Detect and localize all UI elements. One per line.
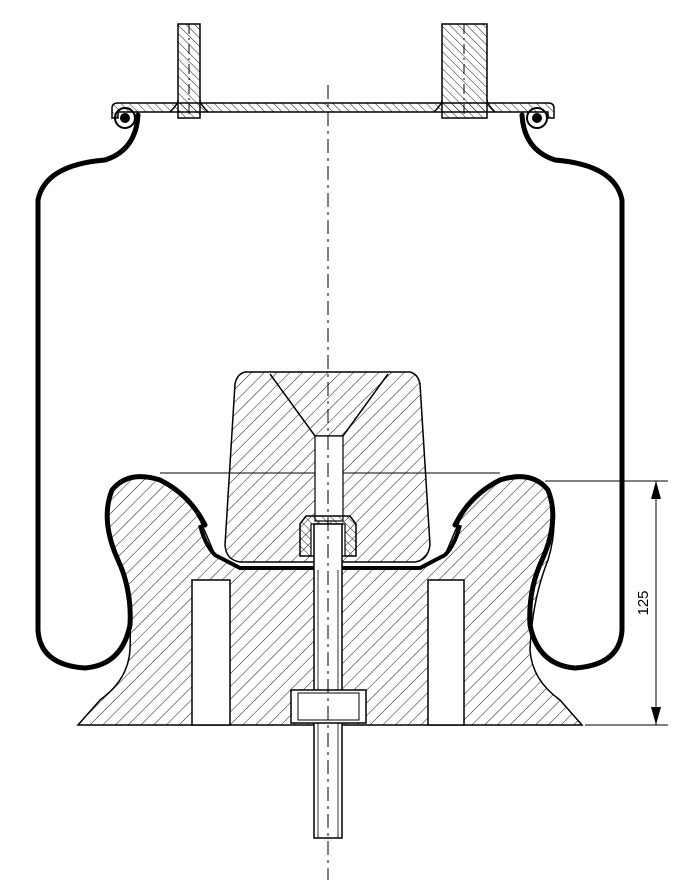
height-dimension: 125 [545,480,668,726]
left-mounting-stud [169,23,209,119]
dimension-label: 125 [635,590,652,615]
right-mounting-stud [433,23,496,119]
